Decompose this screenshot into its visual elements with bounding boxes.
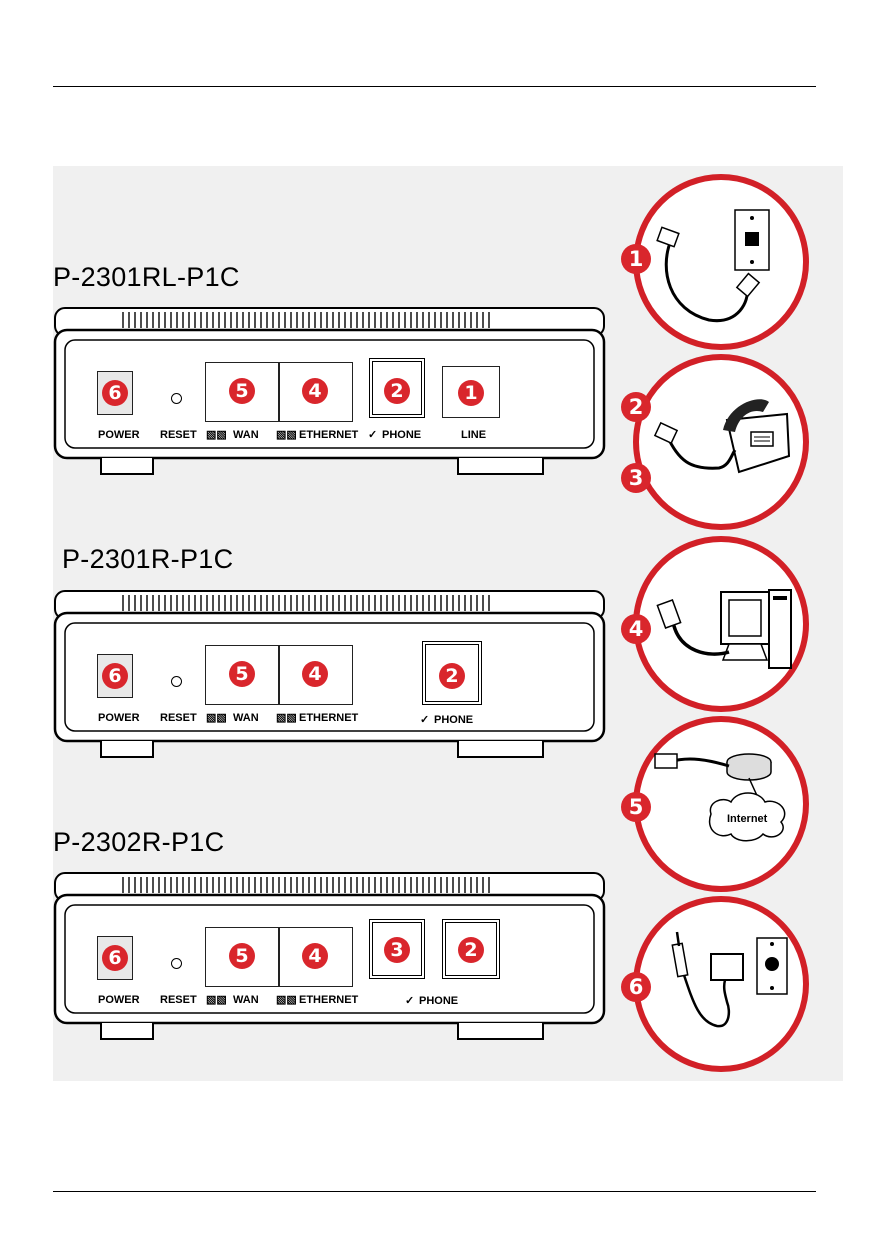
phone-label: PHONE — [419, 995, 458, 1007]
network-port-icon: ▧▧ — [276, 711, 297, 724]
circle-badge-5: 5 — [621, 792, 651, 822]
network-port-icon: ▧▧ — [206, 711, 227, 724]
power-label: POWER — [98, 712, 140, 724]
callout-6: 6 — [102, 945, 128, 971]
line-label: LINE — [461, 429, 486, 441]
circle-internet-connection: Internet — [633, 716, 809, 892]
rear-panel-p2302r: 6 POWER RESET 5 4 ▧▧ WAN ▧▧ ETHERNET 3 2… — [53, 869, 606, 1041]
callout-4: 4 — [302, 661, 328, 687]
callout-5: 5 — [229, 378, 255, 404]
wan-label: WAN — [233, 712, 259, 724]
circle-badge-3: 3 — [621, 463, 651, 493]
callout-2: 2 — [439, 663, 465, 689]
power-outlet-icon — [757, 938, 787, 994]
reset-label: RESET — [160, 429, 197, 441]
phone-label: PHONE — [434, 714, 473, 726]
reset-label: RESET — [160, 994, 197, 1006]
ethernet-label: ETHERNET — [299, 712, 358, 724]
phone-handset-icon: ✓ — [405, 994, 414, 1007]
network-port-icon: ▧▧ — [206, 993, 227, 1006]
router-icon — [727, 754, 771, 780]
circle-phone-connection — [633, 354, 809, 530]
power-label: POWER — [98, 429, 140, 441]
reset-label: RESET — [160, 712, 197, 724]
rear-panel-p2301r: 6 POWER RESET 5 4 ▧▧ WAN ▧▧ ETHERNET 2 ✓… — [53, 587, 606, 759]
callout-4: 4 — [302, 943, 328, 969]
ethernet-label: ETHERNET — [299, 994, 358, 1006]
reset-button — [171, 676, 182, 687]
reset-button — [171, 393, 182, 404]
callout-2: 2 — [384, 378, 410, 404]
circle-computer-connection — [633, 536, 809, 712]
wan-label: WAN — [233, 429, 259, 441]
model-title-p2301rl: P-2301RL-P1C — [53, 262, 240, 293]
computer-icon — [721, 590, 791, 668]
circle-badge-1: 1 — [621, 244, 651, 274]
callout-6: 6 — [102, 663, 128, 689]
power-adapter-icon — [711, 954, 743, 980]
wan-label: WAN — [233, 994, 259, 1006]
circle-line-connection — [633, 174, 809, 350]
network-port-icon: ▧▧ — [276, 428, 297, 441]
ethernet-label: ETHERNET — [299, 429, 358, 441]
model-title-p2302r: P-2302R-P1C — [53, 827, 224, 858]
model-title-p2301r: P-2301R-P1C — [62, 544, 233, 575]
callout-6: 6 — [102, 380, 128, 406]
rear-panel-figure: P-2301RL-P1C 6 POWER RESET 5 4 ▧▧ WAN ▧▧… — [53, 166, 843, 1081]
circle-power-connection — [633, 896, 809, 1072]
phone-handset-icon: ✓ — [420, 713, 429, 726]
circle-badge-4: 4 — [621, 614, 651, 644]
callout-5: 5 — [229, 661, 255, 687]
network-port-icon: ▧▧ — [206, 428, 227, 441]
internet-label: Internet — [727, 813, 767, 825]
telephone-icon — [723, 399, 789, 472]
phone-handset-icon: ✓ — [368, 428, 377, 441]
callout-4: 4 — [302, 378, 328, 404]
phone-cable-icon — [667, 436, 735, 468]
circle-badge-6: 6 — [621, 972, 651, 1002]
rear-panel-p2301rl: 6 POWER RESET 5 4 ▧▧ WAN ▧▧ ETHERNET 2 ✓… — [53, 304, 606, 476]
footer-rule — [53, 1191, 816, 1192]
callout-1: 1 — [458, 380, 484, 406]
circle-badge-2: 2 — [621, 392, 651, 422]
header-rule — [53, 86, 816, 87]
callout-3: 3 — [384, 937, 410, 963]
phone-label: PHONE — [382, 429, 421, 441]
network-port-icon: ▧▧ — [276, 993, 297, 1006]
callout-2: 2 — [458, 937, 484, 963]
power-label: POWER — [98, 994, 140, 1006]
reset-button — [171, 958, 182, 969]
callout-5: 5 — [229, 943, 255, 969]
